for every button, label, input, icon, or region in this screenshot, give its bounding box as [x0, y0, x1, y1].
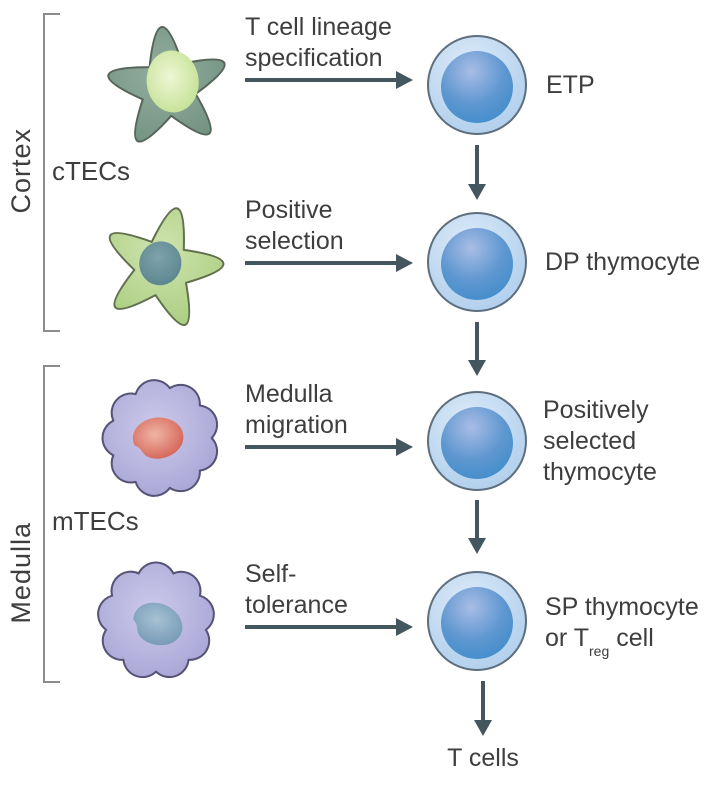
result-label-line: DP thymocyte	[545, 248, 701, 276]
cortex-bracket	[43, 13, 60, 332]
treg-suffix: cell	[616, 624, 654, 652]
arrow-right-icon	[245, 618, 413, 636]
cortex-region-label: Cortex	[6, 128, 36, 214]
thymocyte-nucleus	[441, 587, 513, 659]
thymocyte-nucleus	[441, 51, 513, 123]
process-label-line: Self-	[245, 560, 297, 588]
process-label-line: Medulla	[245, 380, 333, 408]
result-label-line: SP thymocyte	[545, 593, 699, 621]
process-label-line: Positive	[245, 196, 333, 224]
ctec-light-cell-illustration	[108, 207, 225, 327]
medulla-region-label: Medulla	[6, 522, 36, 624]
dp-thymocyte-illustration	[427, 212, 527, 312]
arrow-down-icon	[468, 322, 486, 376]
thymocyte-nucleus	[441, 407, 513, 479]
result-label-line: Positively	[543, 396, 649, 424]
treg-subscript: reg	[589, 643, 610, 659]
arrow-down-icon	[474, 681, 492, 736]
result-label-line: thymocyte	[543, 458, 657, 486]
treg-prefix: or T	[545, 624, 589, 652]
process-label-line: specification	[245, 44, 383, 72]
ctecs-label: cTECs	[52, 156, 130, 186]
step-2-process-label: Positive selection	[245, 195, 344, 257]
mtec-blue-nucleus-shape	[133, 602, 183, 646]
mtec-red-nucleus-cell-illustration	[101, 379, 219, 497]
ctec-dark-cell-nucleus	[146, 50, 199, 113]
result-label-line: selected	[543, 427, 637, 455]
result-label-line: ETP	[546, 71, 595, 99]
t-cells-label: T cells	[447, 744, 519, 772]
positively-selected-thymocyte-label: Positively selected thymocyte	[543, 395, 657, 488]
ctec-dark-cell-illustration	[107, 26, 226, 143]
process-label-line: tolerance	[245, 591, 348, 619]
positively-selected-thymocyte-illustration	[427, 391, 527, 491]
arrow-right-icon	[245, 254, 413, 272]
process-label-line: selection	[245, 227, 344, 255]
mtec-blue-nucleus-cell-illustration	[97, 561, 215, 679]
thymocyte-nucleus	[441, 228, 513, 300]
mtec-red-nucleus	[133, 417, 184, 459]
step-1-process-label: T cell lineage specification	[245, 12, 392, 74]
process-label-line: migration	[245, 411, 348, 439]
mtec-red-nucleus-shape	[133, 417, 184, 459]
etp-thymocyte-illustration	[427, 35, 527, 135]
arrow-right-icon	[245, 71, 413, 89]
process-label-line: T cell lineage	[245, 13, 392, 41]
medulla-bracket	[43, 365, 60, 683]
step-4-process-label: Self- tolerance	[245, 559, 348, 621]
arrow-down-icon	[468, 500, 486, 554]
arrow-right-icon	[245, 438, 413, 456]
sp-thymocyte-illustration	[427, 571, 527, 671]
arrow-down-icon	[468, 145, 486, 200]
etp-label: ETP	[546, 70, 595, 101]
dp-thymocyte-label: DP thymocyte	[545, 247, 700, 278]
step-3-process-label: Medulla migration	[245, 379, 348, 441]
ctec-light-cell-nucleus	[139, 241, 182, 286]
mtec-blue-nucleus	[133, 602, 183, 646]
mtecs-label: mTECs	[52, 506, 139, 536]
